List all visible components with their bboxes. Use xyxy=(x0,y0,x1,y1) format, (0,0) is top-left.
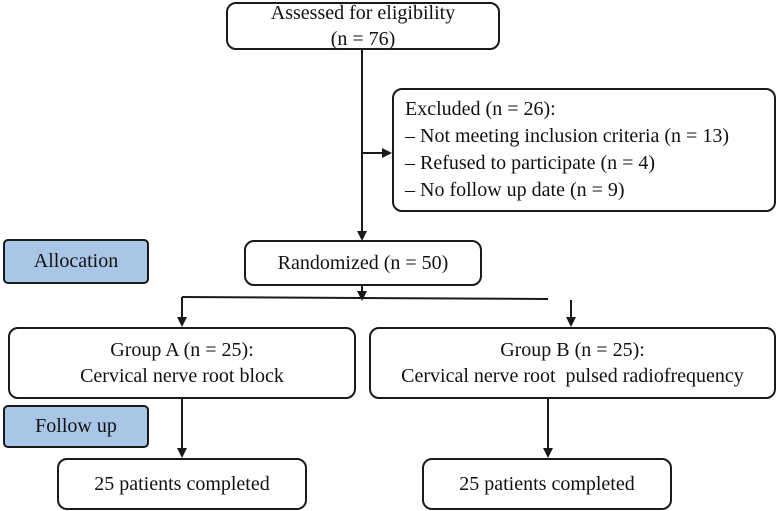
group-a-treatment: Cervical nerve root block xyxy=(80,365,284,387)
group-b-title: Group B (n = 25): xyxy=(500,339,645,361)
group-b-box: Group B (n = 25): Cervical nerve root pu… xyxy=(369,327,776,399)
completed-a-box: 25 patients completed xyxy=(57,458,307,510)
group-a-box: Group A (n = 25): Cervical nerve root bl… xyxy=(8,327,356,399)
completed-b-label: 25 patients completed xyxy=(459,473,635,495)
follow-up-stage-label: Follow up xyxy=(3,405,149,448)
assessed-box: Assessed for eligibility (n = 76) xyxy=(226,2,500,50)
excluded-title: Excluded (n = 26): xyxy=(405,98,556,120)
randomized-box: Randomized (n = 50) xyxy=(244,240,482,286)
randomized-label: Randomized (n = 50) xyxy=(277,252,449,274)
excluded-item: – Not meeting inclusion criteria (n = 13… xyxy=(405,125,729,147)
completed-a-label: 25 patients completed xyxy=(94,473,270,495)
excluded-item: – Refused to participate (n = 4) xyxy=(405,152,656,174)
assessed-count: (n = 76) xyxy=(330,28,396,50)
excluded-box: Excluded (n = 26): – Not meeting inclusi… xyxy=(392,88,776,212)
excluded-item: – No follow up date (n = 9) xyxy=(405,179,625,201)
assessed-title: Assessed for eligibility xyxy=(270,2,456,24)
completed-b-box: 25 patients completed xyxy=(422,458,672,510)
connector-split-horizontal xyxy=(181,296,549,300)
group-b-treatment: Cervical nerve root pulsed radiofrequenc… xyxy=(401,365,744,387)
allocation-stage-label: Allocation xyxy=(3,239,149,284)
group-a-title: Group A (n = 25): xyxy=(110,339,254,361)
